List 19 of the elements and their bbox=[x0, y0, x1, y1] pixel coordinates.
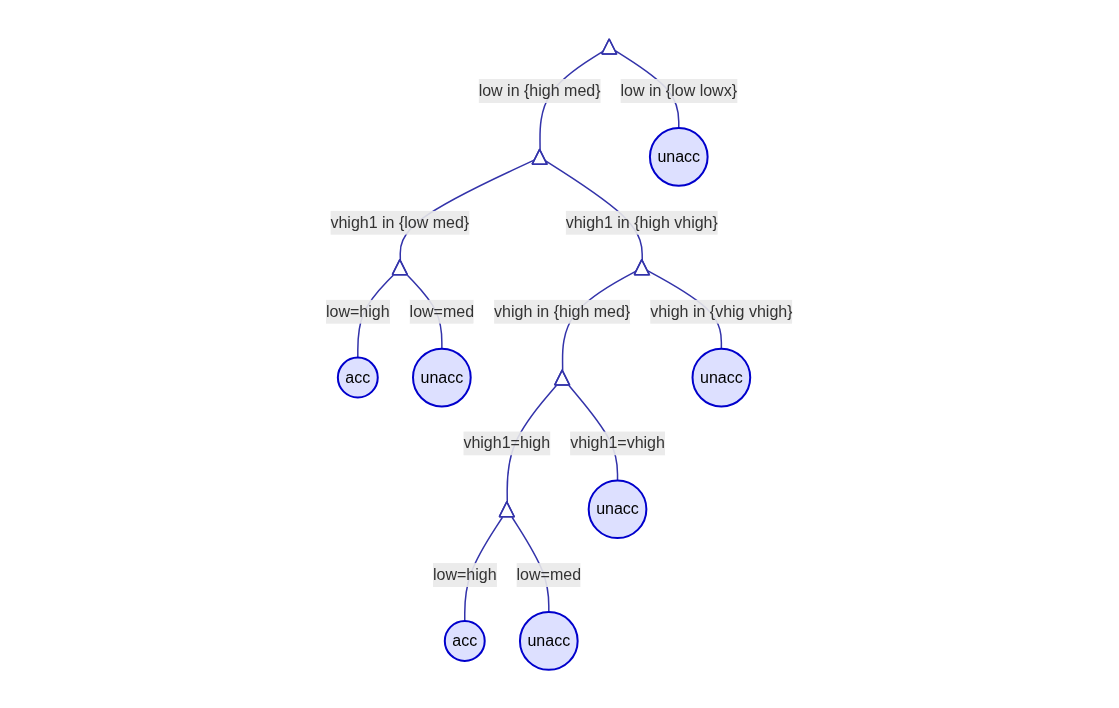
edge-label: low=high bbox=[326, 302, 390, 320]
edge-label: vhigh1 in {low med} bbox=[330, 213, 470, 231]
edge-label: vhigh1=vhigh bbox=[570, 434, 666, 451]
edge-label: vhigh in {high med} bbox=[494, 302, 631, 320]
edge-label: low in {high med} bbox=[478, 81, 601, 99]
node-circle: acc bbox=[337, 356, 379, 399]
edge-label: vhigh in {vhig vhigh} bbox=[650, 302, 793, 320]
edge-label: vhigh1=high bbox=[463, 434, 551, 451]
edge-label: low=high bbox=[433, 565, 497, 583]
node-circle: unacc bbox=[519, 610, 579, 671]
edge-label: low=med bbox=[409, 302, 475, 320]
edge-label: low=med bbox=[516, 565, 582, 583]
edge-label: vhigh1 in {high vhigh} bbox=[565, 213, 719, 231]
node-circle: unacc bbox=[587, 479, 648, 539]
edge-label: low in {low lowx} bbox=[620, 81, 738, 99]
node-circle: unacc bbox=[649, 126, 709, 187]
node-circle: unacc bbox=[691, 347, 752, 407]
node-circle: unacc bbox=[412, 347, 472, 407]
node-circle: acc bbox=[444, 619, 486, 662]
